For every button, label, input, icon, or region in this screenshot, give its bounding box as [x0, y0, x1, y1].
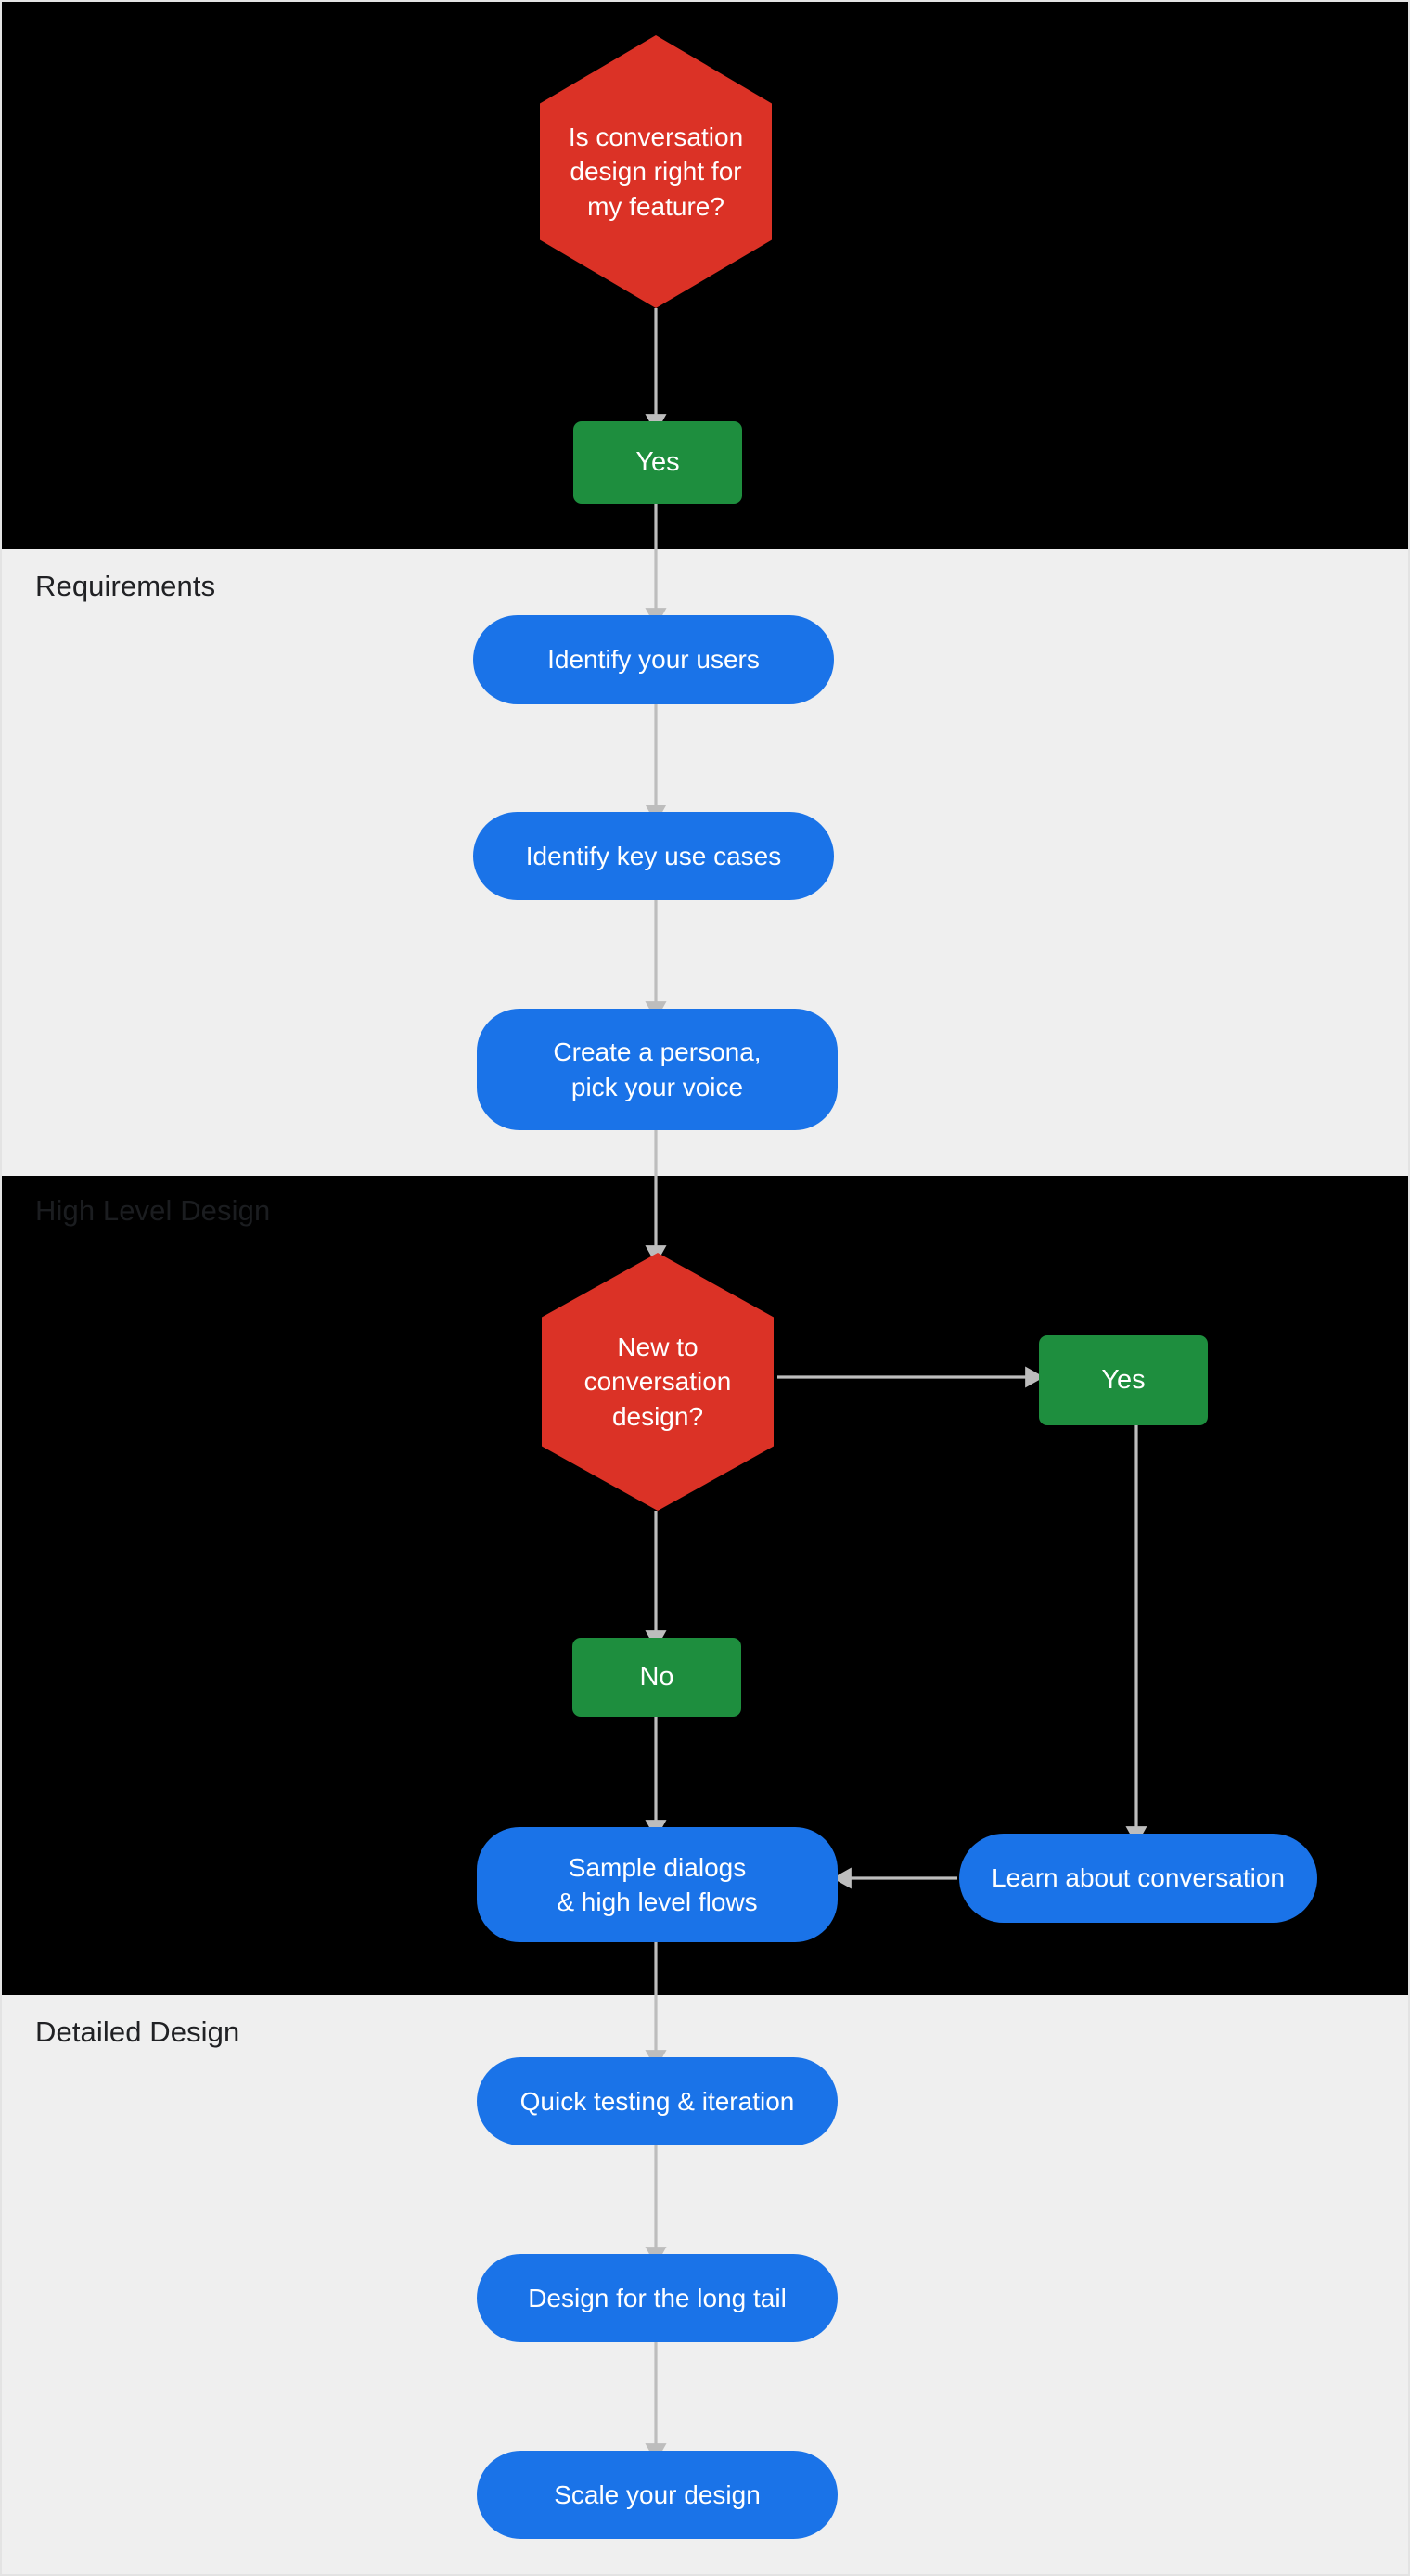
step-quick-testing-iteration[interactable]: Quick testing & iteration [477, 2057, 838, 2145]
section-label-detailed: Detailed Design [35, 2016, 240, 2048]
node-line: Scale your design [554, 2479, 761, 2509]
node-line: Is conversation [568, 122, 744, 152]
node-line: No [639, 1662, 674, 1693]
step-design-for-long-tail[interactable]: Design for the long tail [477, 2254, 838, 2342]
node-line: Identify key use cases [525, 841, 782, 870]
step-create-persona-pick-voice[interactable]: Create a persona, pick your voice [477, 1009, 838, 1130]
node-line: Identify your users [547, 645, 760, 675]
step-learn-about-conversation[interactable]: Learn about conversation [959, 1834, 1317, 1923]
decision-is-conversation-design-right[interactable]: Is conversation design right for my feat… [540, 35, 772, 308]
node-line: design right for [570, 157, 742, 187]
section-label-high-level: High Level Design [35, 1194, 271, 1227]
section-label-requirements: Requirements [35, 570, 216, 602]
node-line: Sample dialogs [568, 1852, 747, 1882]
node-line: Yes [1101, 1365, 1146, 1396]
node-line: pick your voice [570, 1072, 744, 1101]
node-line: & high level flows [557, 1887, 758, 1916]
answer-no[interactable]: No [572, 1638, 741, 1717]
node-line: my feature? [587, 191, 724, 221]
node-line: Learn about conversation [992, 1863, 1285, 1893]
answer-yes-top[interactable]: Yes [573, 421, 742, 504]
node-line: New to [617, 1333, 699, 1362]
node-line: Quick testing & iteration [519, 2086, 795, 2116]
step-sample-dialogs-high-level-flows[interactable]: Sample dialogs & high level flows [477, 1827, 838, 1942]
node-line: Design for the long tail [528, 2283, 787, 2312]
node-line: Yes [635, 447, 680, 478]
node-line: conversation [583, 1367, 732, 1397]
node-line: design? [611, 1401, 704, 1431]
step-identify-key-use-cases[interactable]: Identify key use cases [473, 812, 834, 900]
step-identify-your-users[interactable]: Identify your users [473, 615, 834, 704]
answer-yes-right[interactable]: Yes [1039, 1335, 1208, 1425]
node-line: Create a persona, [553, 1037, 762, 1067]
decision-new-to-conversation-design[interactable]: New to conversation design? [542, 1253, 774, 1511]
step-scale-your-design[interactable]: Scale your design [477, 2451, 838, 2539]
